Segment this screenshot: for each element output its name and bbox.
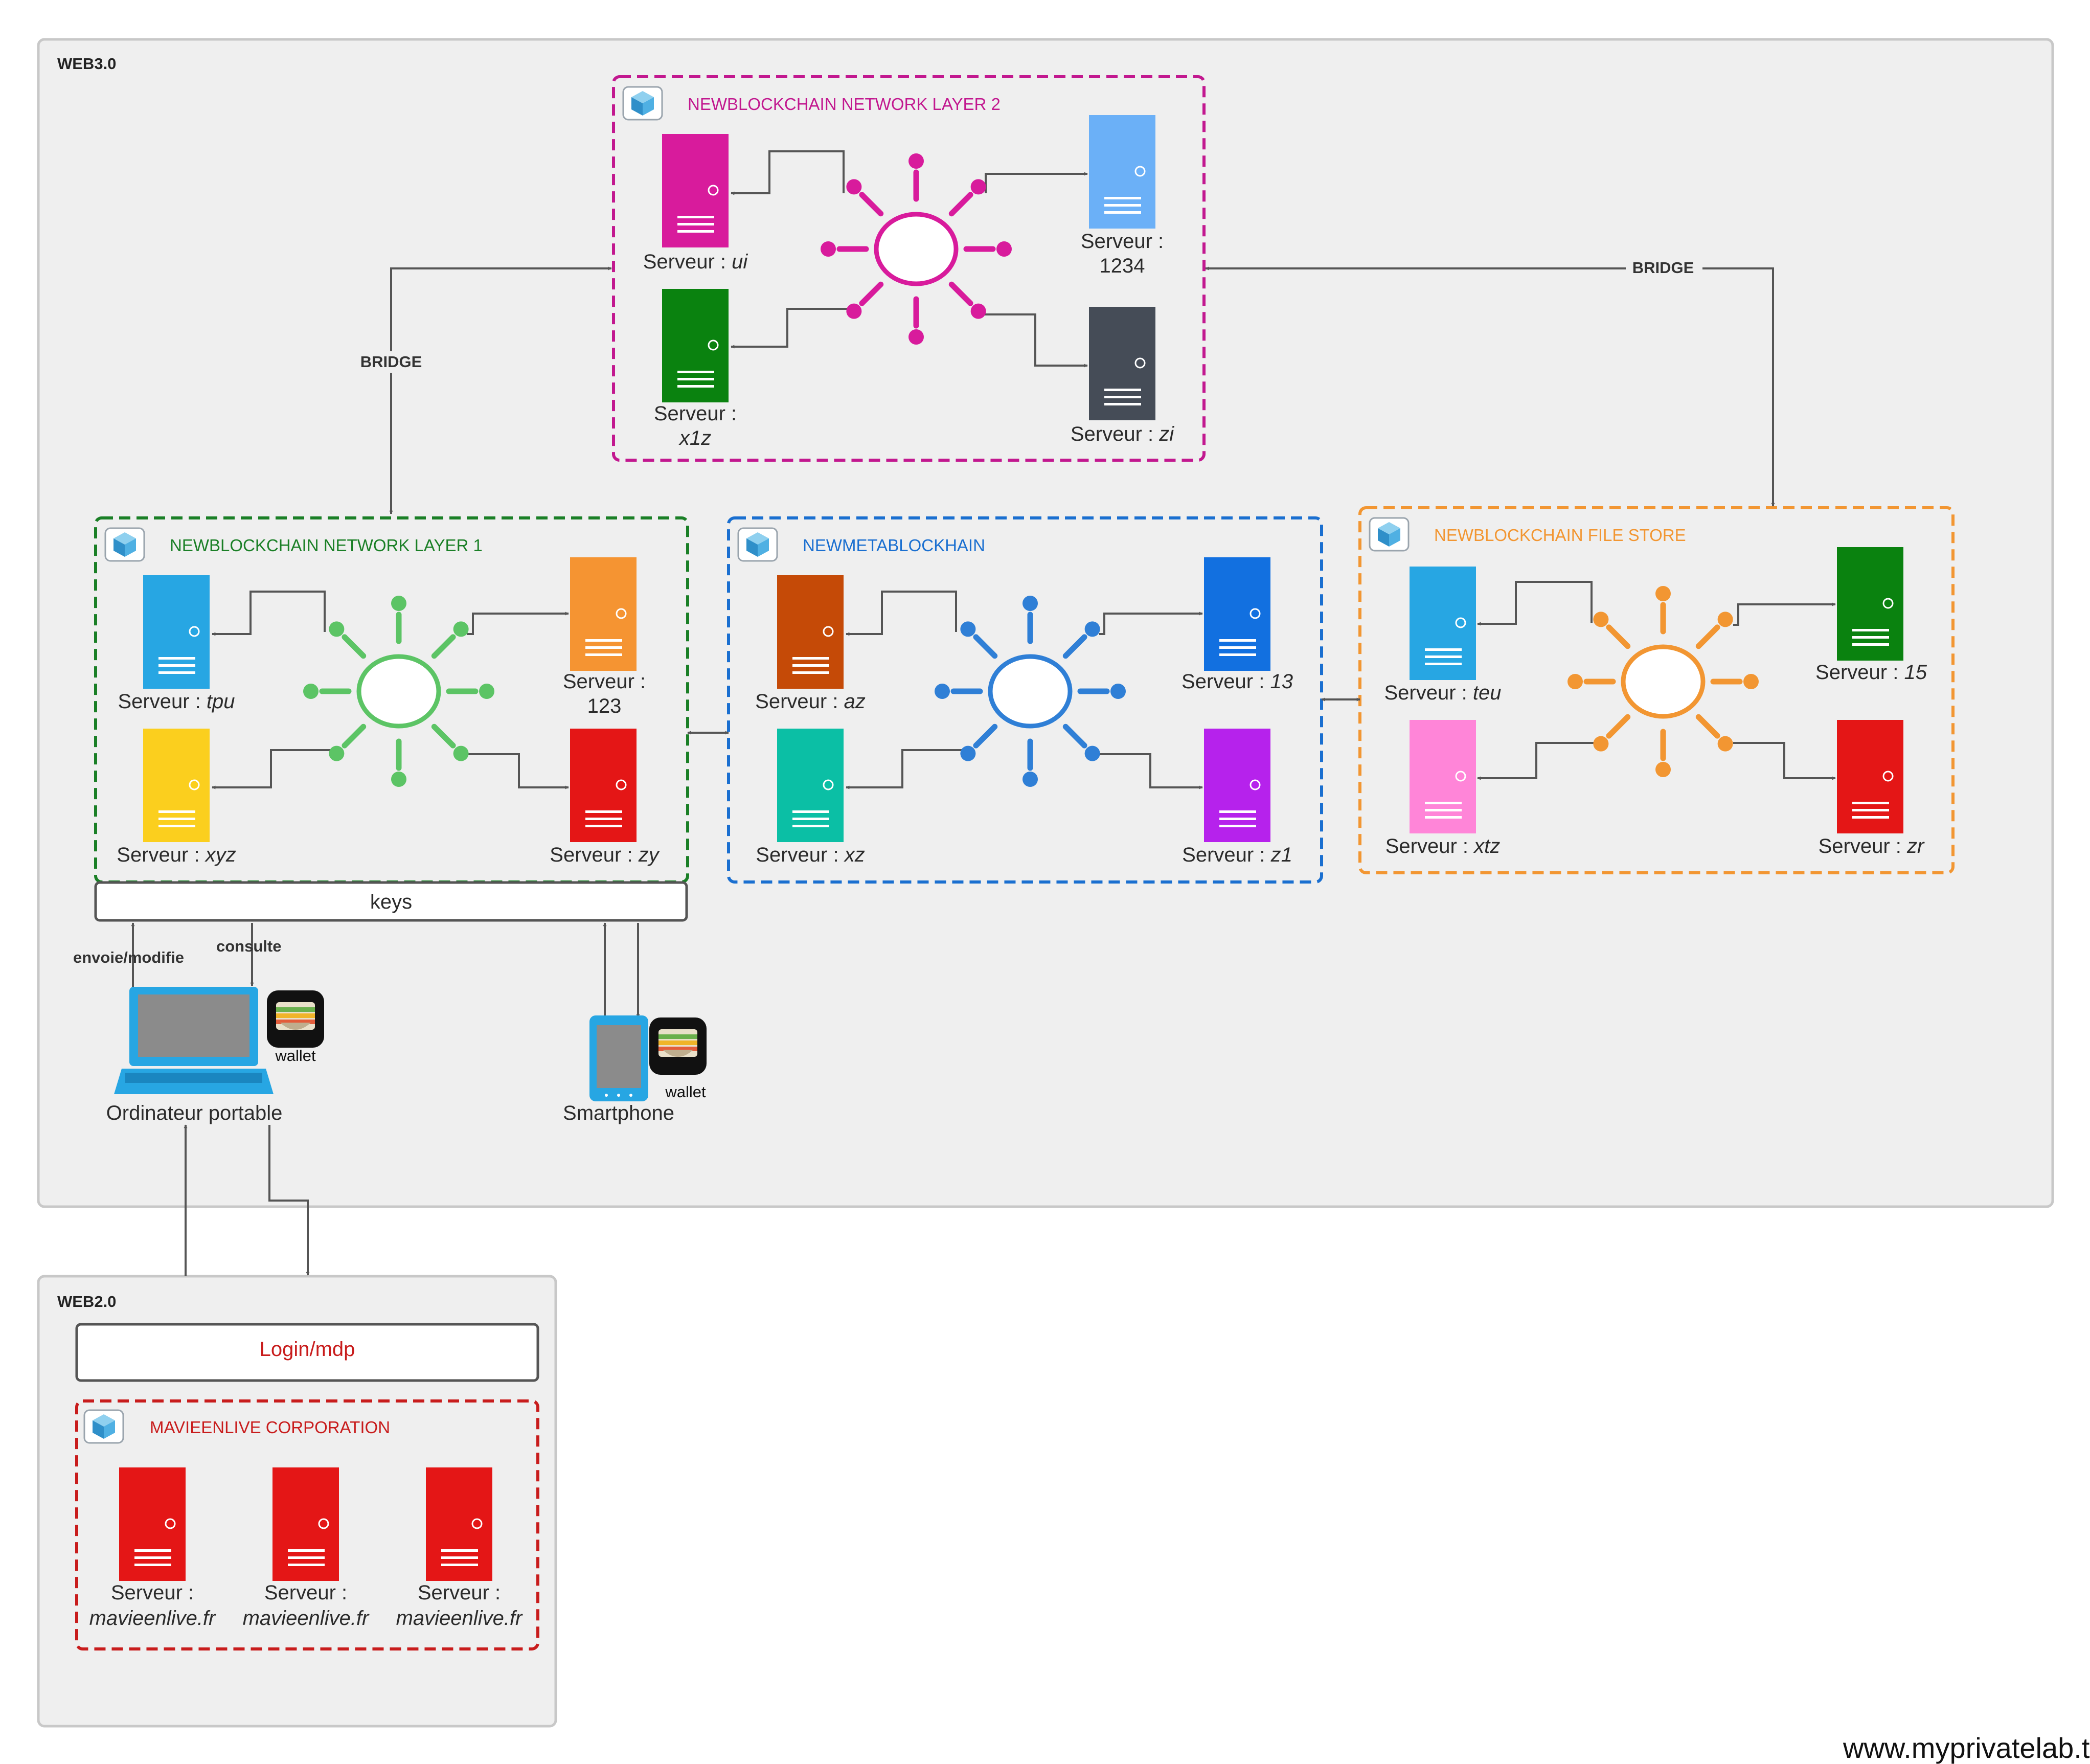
- watermark: www.myprivatelab.tech: [1843, 1732, 2090, 1764]
- server-icon: [1837, 720, 1903, 833]
- server-label: Serveur : xz: [756, 844, 865, 866]
- laptop-label: Ordinateur portable: [106, 1102, 283, 1124]
- corp-title: MAVIEENLIVE CORPORATION: [150, 1418, 390, 1437]
- laptop-wallet-label: wallet: [275, 1047, 316, 1065]
- bridge-label-right: BRIDGE: [1632, 259, 1694, 277]
- layer1-hub-wire: [212, 749, 333, 789]
- server-label: Serveur :mavieenlive.fr: [89, 1581, 216, 1630]
- server-icon: [272, 1467, 339, 1581]
- server-icon: [143, 729, 210, 842]
- filestore-frame: [1358, 506, 1955, 874]
- web3-title: WEB3.0: [57, 55, 116, 73]
- cube-icon: [104, 527, 145, 562]
- cube-icon: [1369, 517, 1410, 552]
- cube-icon: [83, 1409, 124, 1444]
- cube-icon: [622, 86, 663, 121]
- filestore-hub-wire: [1477, 742, 1602, 780]
- layer2-hub-wire: [984, 313, 1088, 368]
- layer1-cluster: NEWBLOCKCHAIN NETWORK LAYER 1 Serveur : t…: [104, 527, 661, 866]
- login-bar: [75, 1323, 539, 1382]
- cube-icon: [737, 527, 778, 562]
- server-label: Serveur : az: [755, 690, 866, 713]
- server-label: Serveur : 15: [1815, 661, 1927, 684]
- server-label: Serveur : zi: [1071, 423, 1174, 445]
- server-icon: [777, 575, 844, 689]
- server-label: Serveur : zr: [1819, 835, 1925, 857]
- filestore-title: NEWBLOCKCHAIN FILE STORE: [1434, 526, 1686, 545]
- meta-hub-wire: [846, 591, 957, 636]
- filestore-hub-wire: [1733, 742, 1836, 780]
- server-icon: [1089, 307, 1155, 420]
- server-icon: [570, 557, 637, 671]
- layer2-hub-wire: [731, 150, 845, 195]
- laptop-web2-connector: [268, 1125, 310, 1276]
- smartphone-label: Smartphone: [563, 1102, 674, 1124]
- laptop-icon: [114, 987, 274, 1094]
- meta-hub-wire: [1099, 612, 1203, 635]
- server-icon: [143, 575, 210, 689]
- meta-hub-wire: [1099, 753, 1203, 789]
- layer2-frame: [612, 75, 1206, 462]
- layer1-hub-wire: [465, 753, 569, 789]
- server-icon: [777, 729, 844, 842]
- login-label: Login/mdp: [260, 1338, 355, 1361]
- server-label: Serveur : teu: [1384, 682, 1501, 704]
- server-label: Serveur : zy: [550, 844, 660, 866]
- layer2-cluster: NEWBLOCKCHAIN NETWORK LAYER 2 Serveur : u…: [622, 86, 1174, 449]
- smartphone-wallet-label: wallet: [665, 1083, 706, 1101]
- meta-cluster: NEWMETABLOCKHAIN Serveur : az Serveur : 13…: [737, 527, 1293, 866]
- smartphone-icon: [589, 1015, 648, 1101]
- network-hub-icon: [935, 596, 1126, 787]
- server-icon: [1089, 115, 1155, 229]
- layer1-hub-wire: [467, 612, 569, 635]
- server-label: Serveur :mavieenlive.fr: [396, 1581, 523, 1630]
- server-label: Serveur : tpu: [118, 690, 235, 713]
- server-icon: [119, 1467, 186, 1581]
- wallet-icon: [267, 990, 324, 1048]
- bridge-label-right-bg: [1626, 258, 1702, 279]
- server-label: Serveur :1234: [1081, 230, 1164, 277]
- layer1-hub-wire: [212, 591, 326, 636]
- layer2-hub-wire: [731, 308, 853, 349]
- network-hub-icon: [821, 153, 1012, 345]
- layer2-title: NEWBLOCKCHAIN NETWORK LAYER 2: [688, 95, 1001, 114]
- server-label: Serveur :x1z: [654, 402, 737, 449]
- layer1-title: NEWBLOCKCHAIN NETWORK LAYER 1: [170, 536, 483, 555]
- server-label: Serveur : ui: [643, 251, 748, 273]
- server-icon: [1410, 567, 1476, 680]
- server-icon: [1410, 720, 1476, 833]
- bridge-connector-right: [1205, 266, 1775, 507]
- consulte-label: consulte: [216, 937, 281, 955]
- meta-title: NEWMETABLOCKHAIN: [803, 536, 985, 555]
- server-icon: [1837, 547, 1903, 661]
- bridge-label-left-bg: [353, 351, 429, 373]
- wallet-icon: [649, 1017, 707, 1075]
- server-label: Serveur :123: [563, 670, 646, 717]
- keys-bar: [94, 881, 688, 922]
- bridge-connector-left: [389, 266, 612, 514]
- network-hub-icon: [1568, 586, 1759, 777]
- server-icon: [662, 289, 729, 402]
- server-label: Serveur : 13: [1182, 670, 1293, 693]
- bridge-label-left: BRIDGE: [360, 353, 422, 371]
- web2-title: WEB2.0: [57, 1293, 116, 1310]
- network-hub-icon: [303, 596, 494, 787]
- filestore-hub-wire: [1477, 581, 1593, 626]
- filestore-hub-wire: [1733, 602, 1836, 626]
- server-label: Serveur : z1: [1182, 844, 1292, 866]
- server-label: Serveur : xtz: [1385, 835, 1501, 857]
- keys-label: keys: [370, 891, 412, 913]
- envoie-label: envoie/modifie: [73, 948, 184, 966]
- corp-frame: [75, 1399, 539, 1650]
- server-icon: [1204, 729, 1270, 842]
- server-icon: [1204, 557, 1270, 671]
- meta-hub-wire: [846, 749, 966, 789]
- server-icon: [662, 134, 729, 247]
- server-label: Serveur : xyz: [117, 844, 236, 866]
- server-icon: [570, 729, 637, 842]
- server-icon: [426, 1467, 492, 1581]
- server-label: Serveur :mavieenlive.fr: [243, 1581, 370, 1630]
